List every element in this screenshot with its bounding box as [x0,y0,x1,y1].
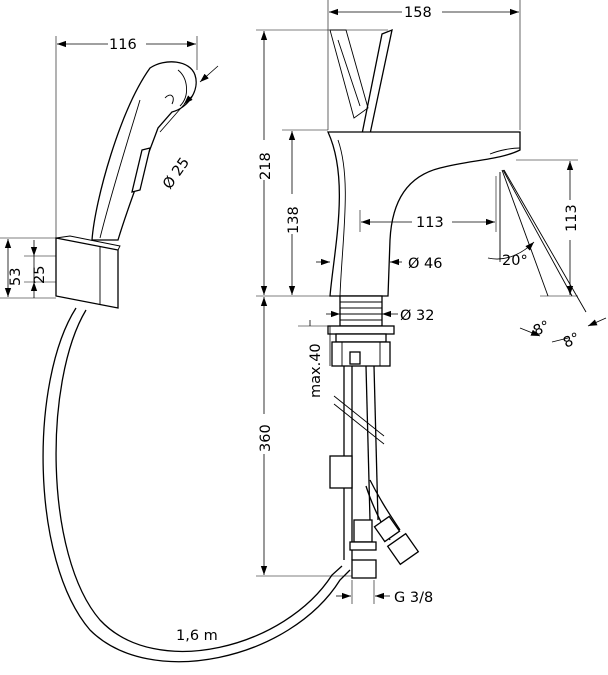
height-138-dimension [282,129,328,295]
jet-angle-dimension [487,241,535,262]
hose-length-label: 1,6 m [176,628,218,644]
holder-height-inner-label: 25 [32,266,48,284]
holder-height-outer-label: 53 [8,268,24,286]
mixer-thread [327,295,395,367]
reach-113-label: 113 [416,215,444,231]
shower-hose [42,307,351,663]
height-218-dimension [254,29,388,297]
width-158-label: 158 [404,5,432,21]
hand-shower [91,61,197,241]
connection-thread-label: G 3/8 [394,590,433,606]
thread-diameter-label: Ø 32 [400,308,434,324]
small-angle-2-label: 8° [561,330,583,351]
width-116-label: 116 [109,37,137,53]
reach-113-dimension [359,176,497,232]
head-diameter-label: Ø 25 [160,155,193,192]
connection-thread-dimension [336,580,390,604]
small-angle-1-label: 8° [531,318,553,339]
height-218-label: 218 [258,152,274,180]
length-360-dimension [254,297,352,577]
width-158-dimension [327,0,521,130]
water-jet [499,169,587,313]
jet-angle-label: 20° [502,253,528,269]
mixer-lever [329,28,393,135]
thread-diameter-dimension [298,310,398,327]
outlet-113-label: 113 [564,204,580,232]
holder-dimensions [0,237,56,299]
width-116-dimension [55,34,198,238]
head-diameter-dimension [159,65,219,133]
small-angle-dimensions [519,317,607,343]
max-thickness-label: max.40 [308,343,324,398]
outlet-113-dimension [516,159,580,297]
supply-pipes [329,365,420,579]
height-138-label: 138 [286,206,302,234]
mixer-body [326,131,521,297]
body-diameter-label: Ø 46 [408,256,442,272]
length-360-label: 360 [258,424,274,452]
shower-holder [55,235,121,309]
